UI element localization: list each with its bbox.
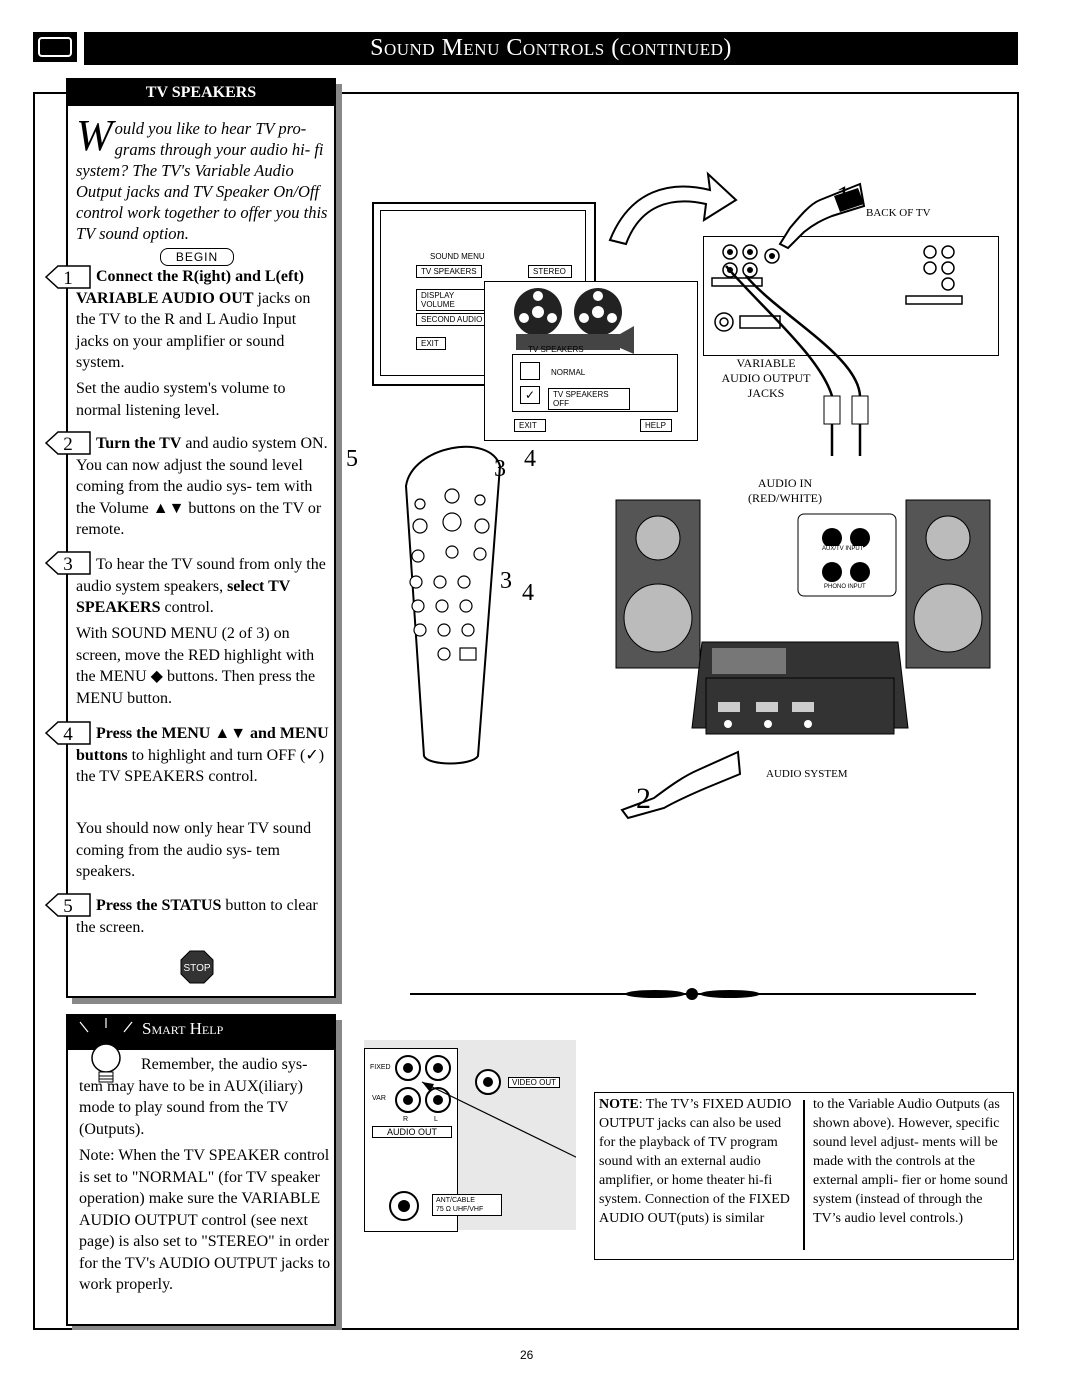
remote-control-illustration — [404, 445, 502, 765]
hand-pointer-2-icon — [620, 750, 742, 820]
audio-system-illustration — [615, 499, 991, 735]
audio-system-label: AUDIO SYSTEM — [766, 768, 848, 780]
stop-sign-icon: STOP — [180, 950, 214, 984]
step-3-rest: control. — [160, 599, 214, 616]
step-1-rest: jacks on the TV to the R and L Audio Inp… — [76, 289, 311, 372]
submenu-help-button[interactable]: HELP — [640, 419, 672, 432]
back-of-tv-label: BACK OF TV — [866, 207, 931, 219]
uhf-vhf-text: 75 Ω UHF/VHF — [436, 1206, 484, 1213]
audio-cables — [725, 265, 869, 456]
note-box — [594, 1092, 1014, 1260]
step-1-number: 1 — [63, 268, 73, 289]
video-out-label: VIDEO OUT — [508, 1077, 561, 1088]
step-4-text: Press the MENU ▲▼ and MENU buttons to hi… — [76, 723, 330, 788]
menu-second-audio[interactable]: SECOND AUDIO — [416, 313, 488, 326]
stop-text: STOP — [183, 963, 210, 974]
step-3-text: To hear the TV sound from only the audio… — [76, 554, 330, 619]
step-3-extra: With SOUND MENU (2 of 3) on screen, move… — [76, 625, 316, 707]
callout-4-top: 4 — [524, 446, 536, 472]
l-label: L — [434, 1116, 438, 1123]
smart-help-text-2: Note: When the TV SPEAKER control is set… — [79, 1147, 331, 1293]
step-5-bold: Press the STATUS — [96, 897, 222, 914]
step-5-text: Press the STATUS button to clear the scr… — [76, 895, 330, 938]
ant-cable-label: ANT/CABLE 75 Ω UHF/VHF — [432, 1194, 502, 1216]
curved-arrow-icon — [608, 171, 738, 246]
var-label: VAR — [372, 1095, 386, 1102]
step-4-extra: You should now only hear TV sound coming… — [76, 820, 312, 880]
callout-3-bottom: 3 — [500, 568, 512, 594]
step-3-pre: To hear the TV sound from only the audio… — [76, 556, 326, 595]
tv-speakers-panel — [66, 78, 336, 998]
callout-2: 2 — [636, 782, 651, 815]
tv-speakers-heading: TV SPEAKERS — [68, 80, 334, 106]
variable-audio-label: VARIABLE AUDIO OUTPUT JACKS — [721, 356, 811, 400]
note-right-text: to the Variable Audio Outputs (as shown … — [813, 1097, 1008, 1226]
tv-speakers-off-button[interactable]: TV SPEAKERS OFF — [548, 388, 630, 410]
submenu-exit-button[interactable]: EXIT — [514, 419, 546, 432]
step-4-arrow-icon: 4 — [44, 721, 91, 745]
page-title: Sound Menu Controls (continued) — [84, 32, 1018, 65]
menu-tv-speakers[interactable]: TV SPEAKERS — [416, 265, 482, 278]
callout-5: 5 — [346, 446, 358, 472]
note-divider — [803, 1100, 805, 1250]
smart-help-heading: Smart Help — [68, 1016, 334, 1050]
step-4-number: 4 — [63, 724, 73, 745]
intro-dropcap: W — [76, 111, 113, 160]
audio-out-label: AUDIO OUT — [372, 1126, 452, 1138]
step-2-bold: Turn the TV — [96, 435, 182, 452]
audio-in-label: AUDIO IN (RED/WHITE) — [748, 476, 822, 505]
step-5-rest: button to clear the screen. — [76, 897, 318, 936]
begin-badge: BEGIN — [160, 248, 234, 266]
note-left-text: NOTE: The TV’s FIXED AUDIO OUTPUT jacks … — [599, 1095, 795, 1228]
sound-menu-title: SOUND MENU — [430, 252, 485, 261]
film-reel-icon — [514, 288, 634, 354]
tv-jacks-diagram — [711, 244, 963, 332]
step-4-rest: to highlight and turn OFF (✓) the TV SPE… — [76, 746, 325, 786]
menu-stereo[interactable]: STEREO — [528, 265, 572, 278]
submenu-title: TV SPEAKERS — [528, 345, 584, 354]
fixed-label: FIXED — [370, 1064, 391, 1071]
lightbulb-icon — [79, 1018, 133, 1083]
callout-4-bottom: 4 — [522, 580, 534, 606]
step-2-text: Turn the TV and audio system ON. You can… — [76, 433, 330, 541]
note-label: NOTE — [599, 1097, 639, 1112]
submenu-options-box — [512, 354, 678, 412]
intro-body: ould you like to hear TV pro- grams thro… — [76, 119, 328, 243]
jack-panel-diagram — [389, 1055, 576, 1221]
step-2-arrow-icon: 2 — [44, 431, 91, 455]
step-3-bold: select TV SPEAKERS — [76, 577, 291, 617]
phono-input-label: PHONO INPUT — [824, 584, 866, 590]
note-left-body: : The TV’s FIXED AUDIO OUTPUT jacks can … — [599, 1097, 792, 1226]
step-1-extra: Set the audio system's volume to normal … — [76, 380, 286, 419]
speakers-off-checkbox[interactable]: ✓ — [520, 386, 540, 404]
step-2-rest: and audio system ON. You can now adjust … — [76, 435, 328, 538]
r-label: R — [403, 1116, 409, 1123]
step-2-number: 2 — [63, 434, 73, 455]
step-1-arrow-icon: 1 — [44, 265, 91, 289]
menu-exit[interactable]: EXIT — [416, 337, 446, 350]
page-number: 26 — [520, 1348, 534, 1362]
hand-pointer-1-icon — [778, 182, 866, 250]
callout-1: 1 — [836, 180, 851, 213]
decorative-divider — [410, 988, 976, 1000]
step-4-bold: Press the MENU ▲▼ and MENU buttons — [76, 725, 329, 764]
normal-label: NORMAL — [551, 368, 586, 377]
step-3-number: 3 — [63, 554, 73, 575]
content-frame — [33, 92, 1019, 1330]
normal-checkbox[interactable] — [520, 362, 540, 380]
menu-display-volume[interactable]: DISPLAY VOLUME — [416, 289, 488, 311]
smart-help-text-1: Remember, the audio sys- tem may have to… — [79, 1056, 308, 1138]
aux-tv-input-label: AUX/TV INPUT — [822, 546, 864, 552]
step-1-bold: Connect the R(ight) and L(eft) VARIABLE … — [76, 268, 304, 307]
step-5-number: 5 — [63, 896, 73, 917]
step-3-arrow-icon: 3 — [44, 551, 91, 575]
callout-3-top: 3 — [494, 456, 506, 482]
tv-icon — [33, 32, 77, 62]
step-5-arrow-icon: 5 — [44, 893, 91, 917]
step-1-text: Connect the R(ight) and L(eft) VARIABLE … — [76, 266, 330, 374]
ant-cable-text: ANT/CABLE — [436, 1197, 475, 1204]
back-of-tv-panel — [703, 236, 999, 356]
